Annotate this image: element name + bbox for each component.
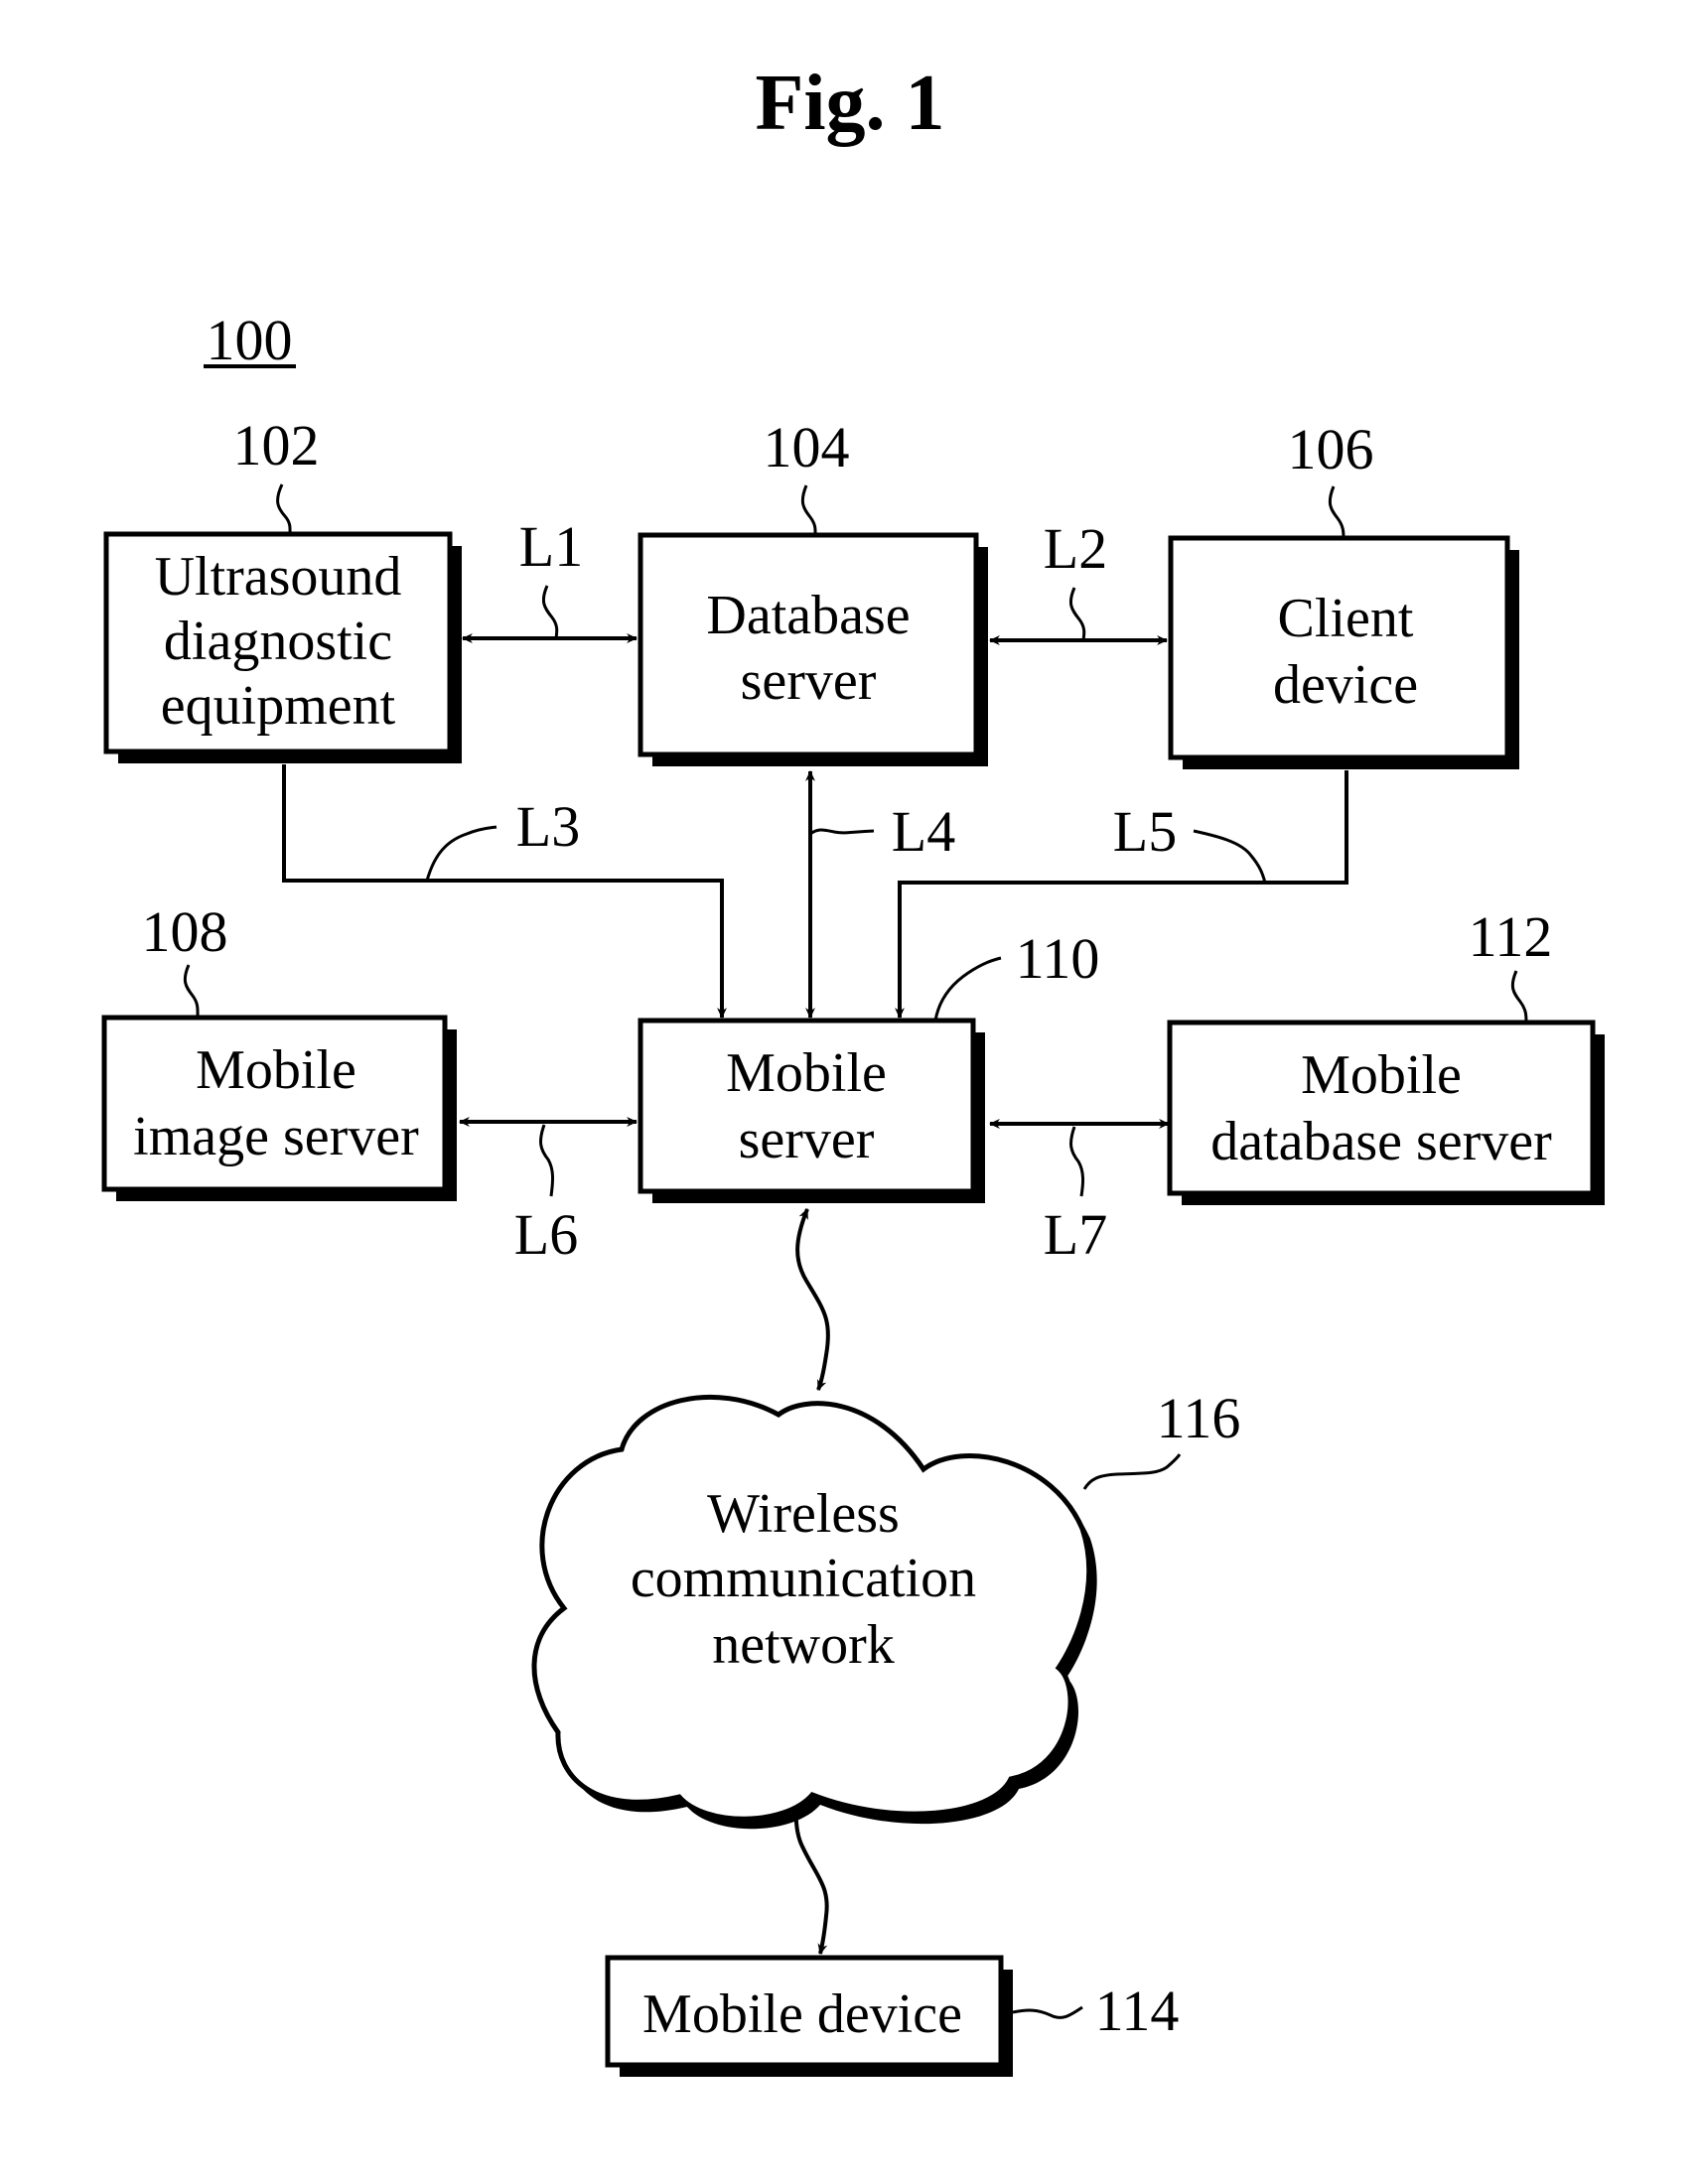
ref-116-label: 116 [1157, 1386, 1241, 1450]
ref-106-label: 106 [1288, 417, 1374, 481]
link-L3-label: L3 [516, 794, 580, 859]
link-L1-label: L1 [519, 514, 583, 579]
node-label-line: server [741, 650, 877, 712]
link-L4-leader [810, 830, 874, 834]
node-database-server[interactable]: Database server [640, 535, 988, 766]
ref-114-leader [1013, 2007, 1082, 2017]
node-label-line: diagnostic [164, 611, 392, 672]
link-L2: L2 [990, 516, 1167, 640]
ref-108-leader [185, 965, 198, 1018]
link-L3-arrow [284, 764, 722, 1018]
node-label-line: image server [133, 1106, 419, 1167]
node-label-line: device [1273, 654, 1418, 716]
ref-116-leader [1084, 1454, 1180, 1489]
ref-110-label: 110 [1016, 926, 1100, 991]
ref-110-leader [935, 958, 1001, 1021]
link-L4: L4 [810, 771, 955, 1018]
node-label-line: Mobile device [642, 1983, 962, 2045]
node-label-line: Mobile [726, 1042, 887, 1104]
ref-108-label: 108 [142, 899, 228, 964]
wireless-link-upper [797, 1209, 828, 1390]
ref-104-label: 104 [764, 415, 850, 479]
ref-102-label: 102 [233, 413, 320, 478]
node-label-line: Ultrasound [155, 546, 402, 608]
node-mobile-server[interactable]: Mobile server [640, 1021, 985, 1203]
node-label-line: Wireless [707, 1483, 900, 1545]
node-label-line: network [712, 1614, 895, 1676]
link-L7: L7 [990, 1124, 1169, 1267]
node-wireless-network[interactable]: Wireless communication network [534, 1397, 1097, 1829]
link-L6: L6 [460, 1122, 637, 1267]
link-L5: L5 [900, 770, 1346, 1018]
node-mobile-device[interactable]: Mobile device [608, 1958, 1013, 2077]
link-L2-leader [1070, 588, 1083, 640]
link-L1: L1 [463, 514, 637, 638]
node-label-line: database server [1210, 1111, 1552, 1172]
node-label-line: communication [631, 1548, 976, 1609]
node-label-line: server [739, 1109, 875, 1170]
node-mobile-database-server[interactable]: Mobile database server [1170, 1023, 1605, 1205]
ref-106-leader [1330, 486, 1344, 538]
figure-title: Fig. 1 [755, 60, 944, 147]
node-label-line: Mobile [196, 1039, 356, 1101]
link-L7-leader [1071, 1127, 1083, 1196]
link-L7-label: L7 [1044, 1202, 1107, 1267]
ref-112-leader [1512, 971, 1526, 1023]
ref-112-label: 112 [1469, 904, 1553, 969]
link-L2-label: L2 [1044, 516, 1107, 581]
link-L6-leader [541, 1125, 553, 1196]
link-L3-leader [427, 827, 496, 881]
node-label-line: Mobile [1301, 1044, 1462, 1106]
link-L6-label: L6 [514, 1202, 578, 1267]
node-client-device[interactable]: Client device [1171, 538, 1519, 769]
link-L1-leader [543, 586, 556, 638]
node-label-line: equipment [161, 675, 396, 737]
ref-114-label: 114 [1095, 1979, 1180, 2043]
node-mobile-image-server[interactable]: Mobile image server [104, 1018, 457, 1201]
ref-102-leader [278, 484, 290, 534]
system-ref-label: 100 [207, 308, 293, 372]
node-label-line: Client [1278, 588, 1414, 649]
node-ultrasound-equipment[interactable]: Ultrasound diagnostic equipment [106, 534, 462, 763]
link-L4-label: L4 [892, 799, 955, 864]
node-label-line: Database [706, 585, 910, 646]
ref-104-leader [802, 485, 815, 535]
link-L3: L3 [284, 764, 722, 1018]
link-L5-leader [1194, 831, 1265, 883]
link-L5-label: L5 [1113, 799, 1177, 864]
